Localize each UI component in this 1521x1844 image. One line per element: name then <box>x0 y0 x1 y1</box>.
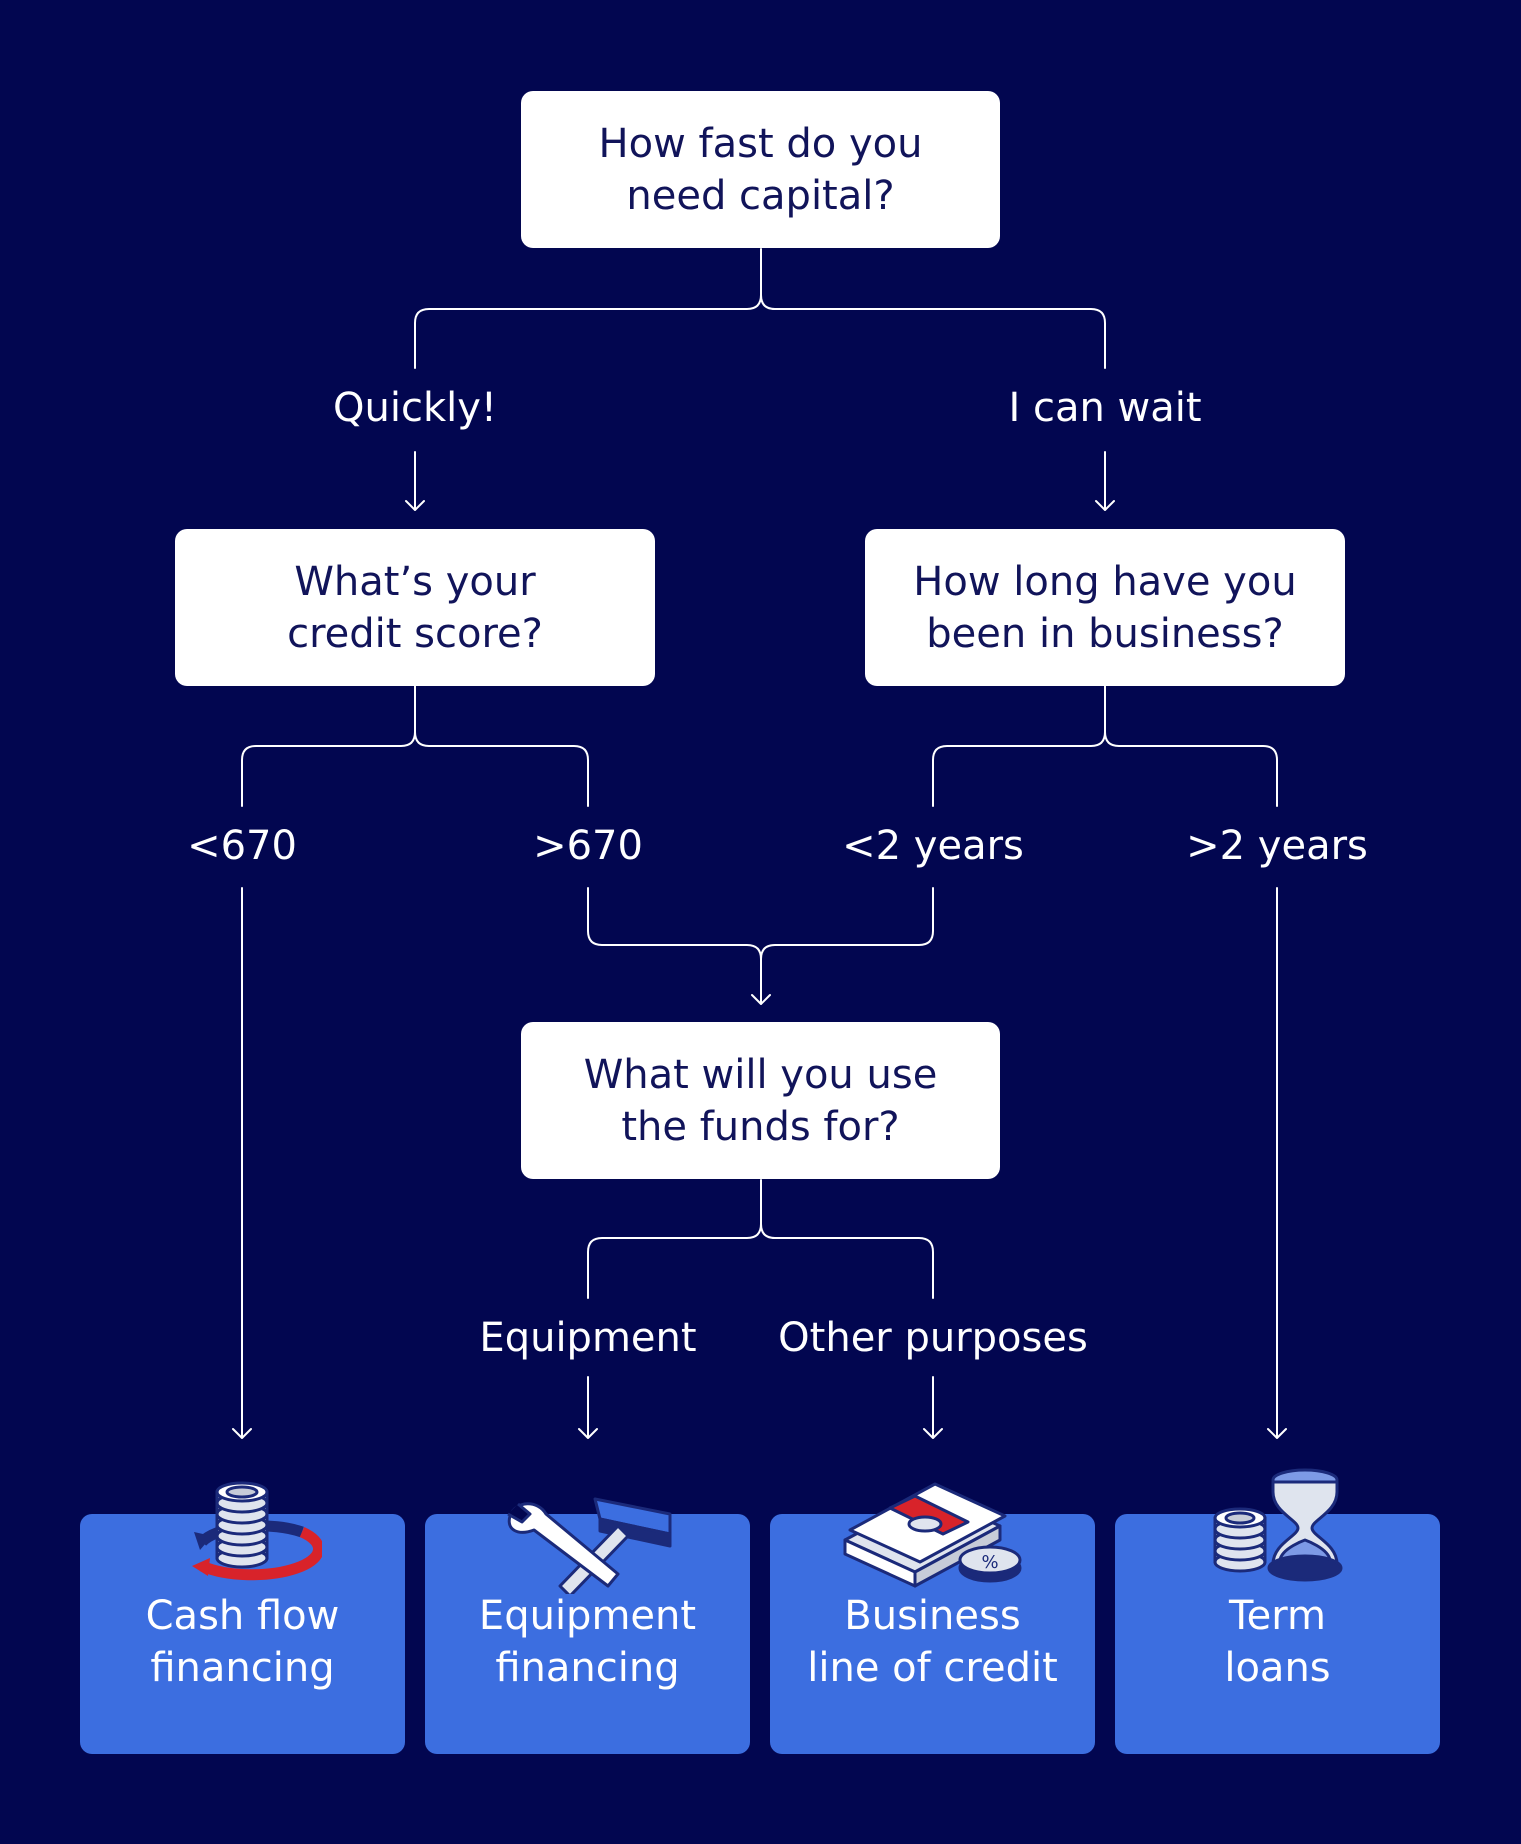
arrow-over2 <box>1267 887 1287 1439</box>
arrow-other <box>923 1376 943 1439</box>
result-term-line2: loans <box>1224 1645 1331 1691</box>
branch-label-below670: <670 <box>187 823 297 869</box>
branch-label-equipment: Equipment <box>479 1315 697 1361</box>
result-business-line2: line of credit <box>807 1645 1058 1691</box>
question-credit: What’s your credit score? <box>175 529 655 686</box>
coin-stack-cycle-icon <box>192 1481 322 1581</box>
connector-use <box>587 1179 934 1299</box>
connector-merge <box>587 887 934 1005</box>
result-business-line1: Business <box>844 1593 1021 1639</box>
arrow-below670 <box>232 887 252 1439</box>
arrow-wait <box>1095 451 1115 511</box>
question-use-line2: the funds for? <box>621 1103 900 1150</box>
svg-text:%: % <box>981 1552 998 1573</box>
connector-tenure <box>932 685 1278 807</box>
result-equipment-line2: financing <box>495 1645 680 1691</box>
question-speed-line1: How fast do you <box>598 120 923 167</box>
branch-label-above670: >670 <box>533 823 643 869</box>
question-speed: How fast do you need capital? <box>521 91 1000 248</box>
cash-bundle-percent-icon: % <box>843 1482 1022 1588</box>
question-credit-line1: What’s your <box>294 558 536 605</box>
result-term-line1: Term <box>1229 1593 1326 1639</box>
branch-label-quickly: Quickly! <box>333 385 497 431</box>
connector-speed <box>414 248 1106 369</box>
branch-label-other: Other purposes <box>778 1315 1088 1361</box>
question-tenure-line1: How long have you <box>913 558 1297 605</box>
question-tenure: How long have you been in business? <box>865 529 1345 686</box>
question-speed-line2: need capital? <box>626 172 895 219</box>
branch-label-under2: <2 years <box>842 823 1024 869</box>
coins-hourglass-icon <box>1213 1468 1343 1582</box>
question-tenure-line2: been in business? <box>926 610 1284 657</box>
result-cash-flow-line1: Cash flow <box>145 1593 340 1639</box>
wrench-hammer-icon <box>507 1497 672 1594</box>
connector-credit <box>241 685 589 807</box>
arrow-quickly <box>405 451 425 511</box>
branch-label-over2: >2 years <box>1186 823 1368 869</box>
question-use: What will you use the funds for? <box>521 1022 1000 1179</box>
question-credit-line2: credit score? <box>287 610 543 657</box>
arrow-equipment <box>578 1376 598 1439</box>
result-cash-flow-line2: financing <box>150 1645 335 1691</box>
result-equipment-line1: Equipment <box>478 1593 697 1639</box>
branch-label-wait: I can wait <box>1008 385 1202 431</box>
question-use-line1: What will you use <box>583 1051 938 1098</box>
